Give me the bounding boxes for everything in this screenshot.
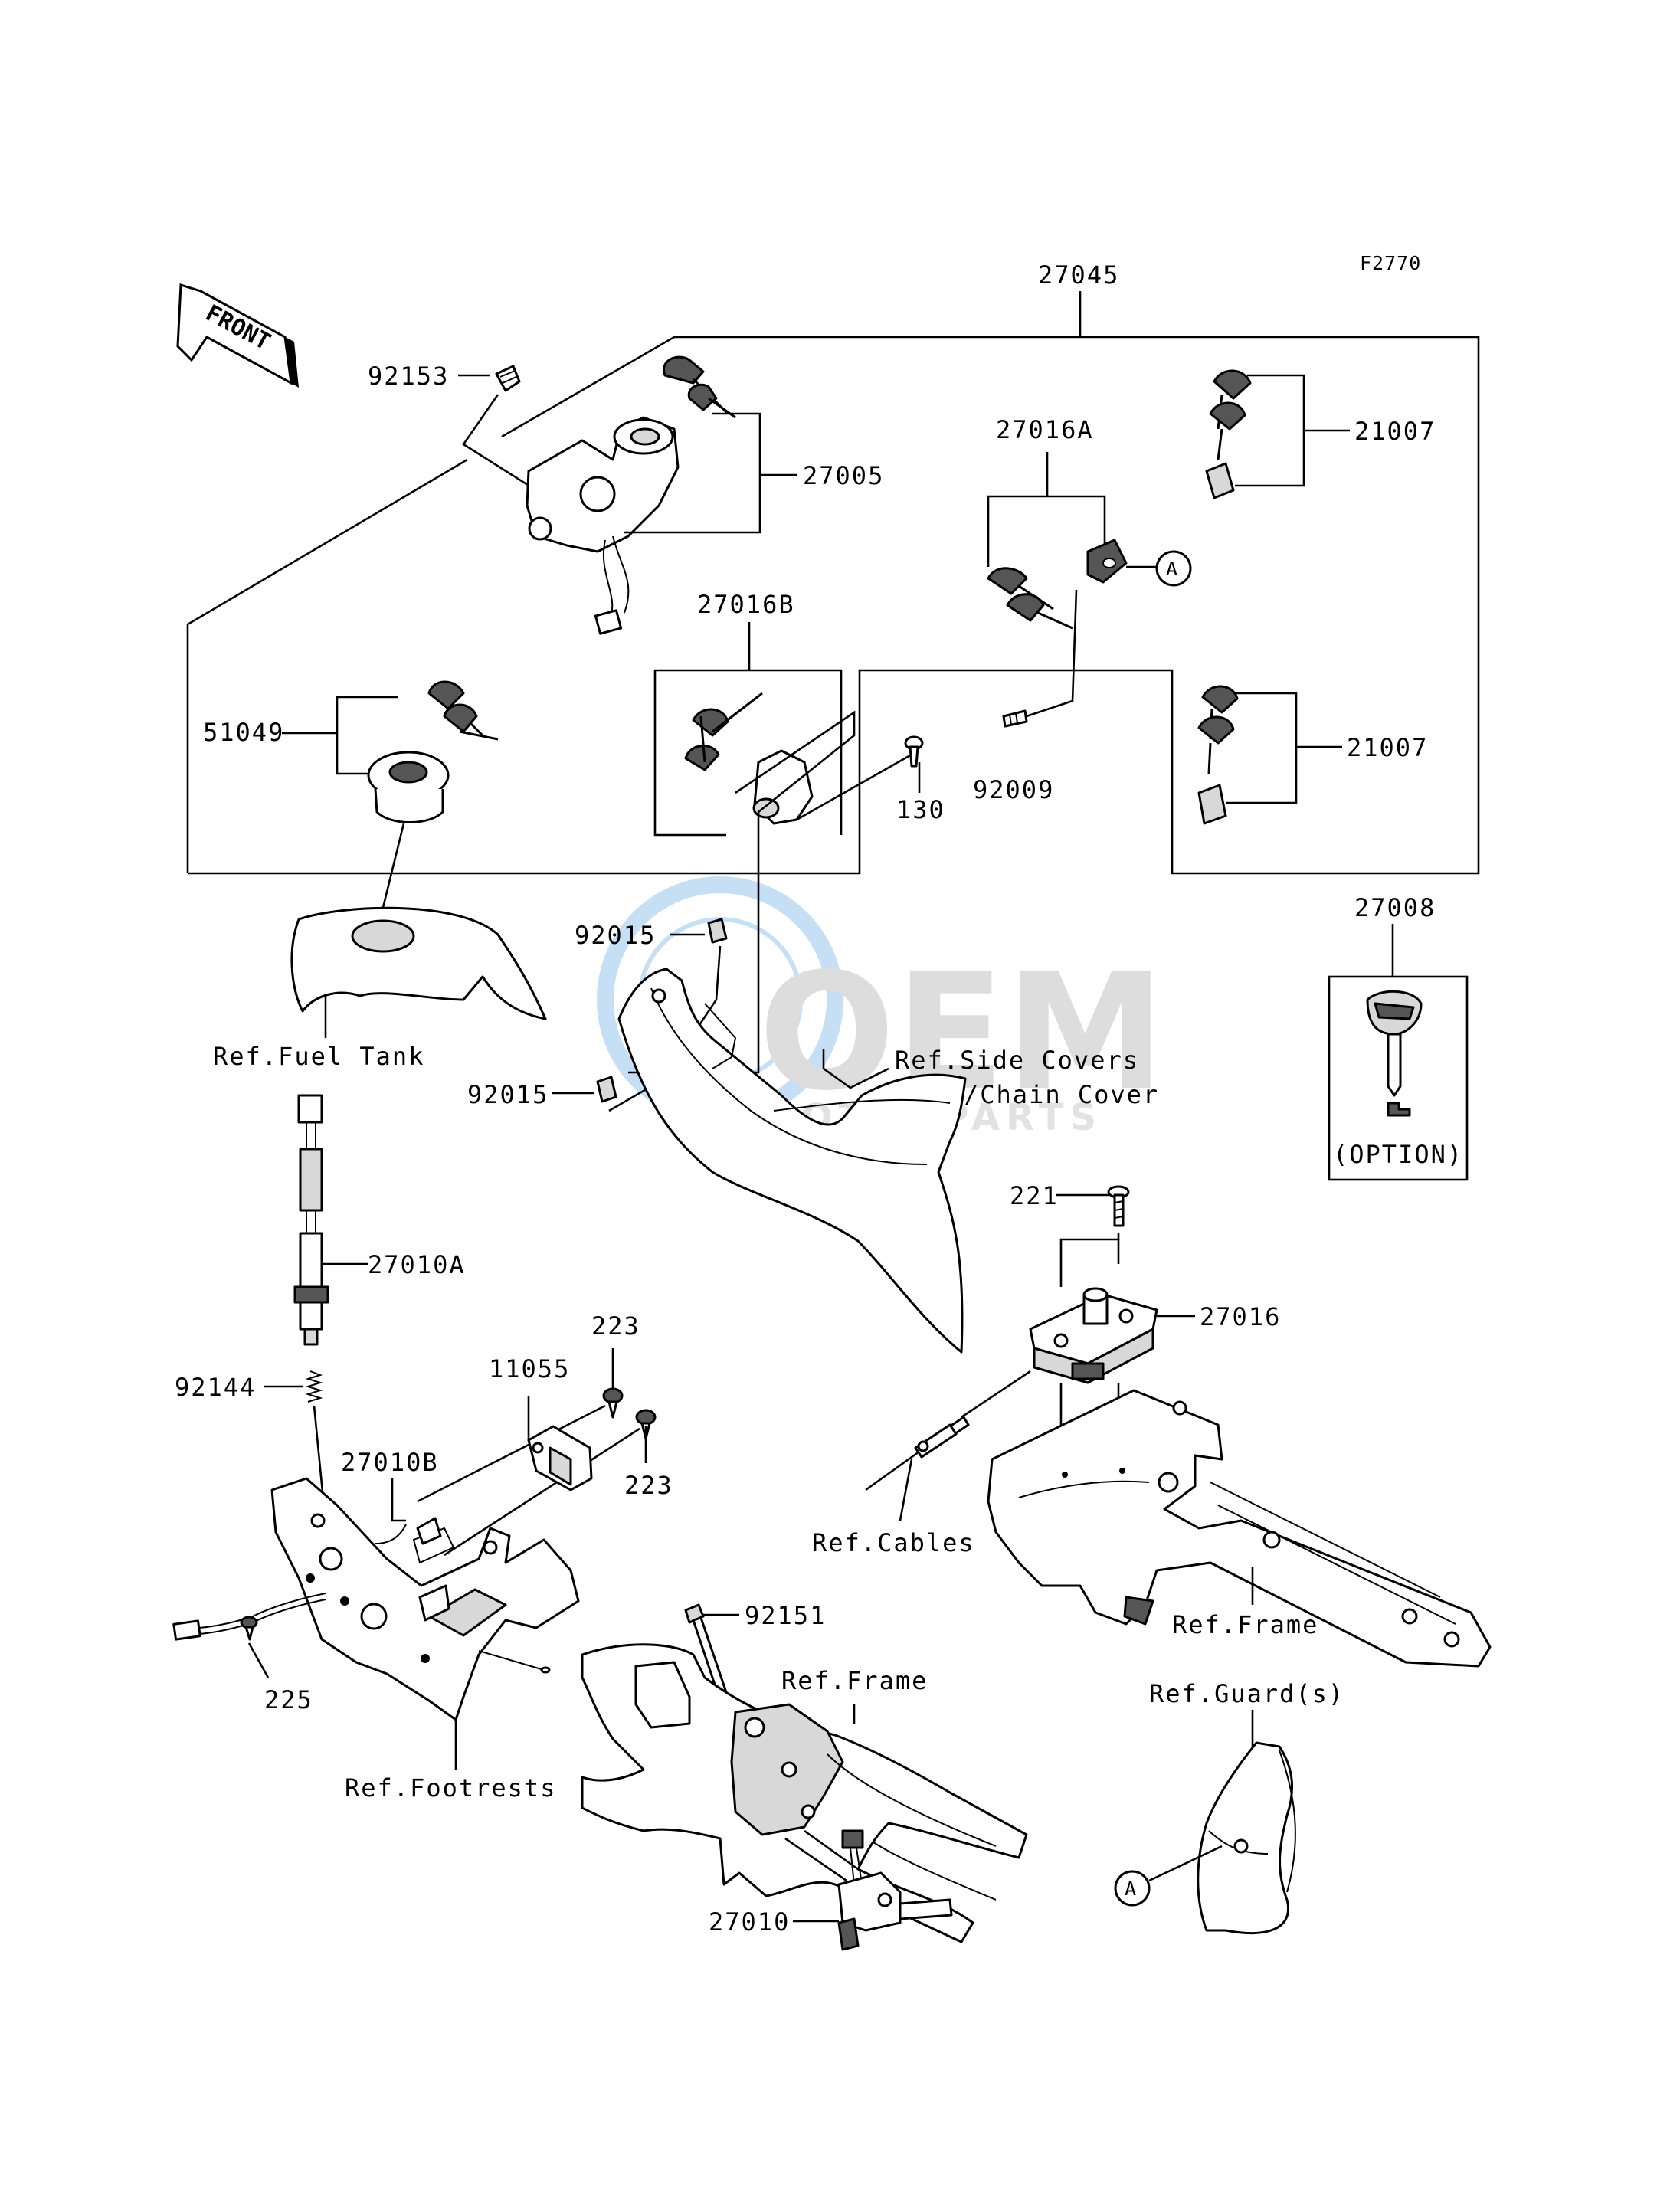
keys-21007-mid (1197, 685, 1239, 825)
cable-ref (865, 1370, 1031, 1491)
lock-mount-27016 (1029, 1287, 1158, 1384)
lock-27016B (752, 749, 814, 825)
bracket-11055 (527, 1425, 593, 1491)
frame-center-ref (581, 1643, 1028, 1943)
front-arrow-icon: FRONT (176, 283, 299, 388)
wire-harness-27010B (172, 1517, 442, 1641)
frame-right-ref (987, 1383, 1492, 1668)
ref-chain-cover: /Chain Cover (964, 1080, 1159, 1109)
ref-guards: Ref.Guard(s) (1149, 1679, 1344, 1708)
footrest-bracket-ref (270, 1477, 580, 1721)
label-27010B: 27010B (341, 1448, 439, 1477)
kit-27045-outline (186, 291, 1480, 875)
label-225: 225 (264, 1685, 313, 1714)
label-21007-top: 21007 (1354, 417, 1436, 446)
seat-cowl (617, 968, 967, 1354)
ref-side-covers: Ref.Side Covers (895, 1046, 1139, 1075)
bolt-92151 (684, 1603, 729, 1702)
label-223-b: 223 (624, 1471, 673, 1500)
switch-27010A (293, 1094, 329, 1346)
callout-a-top (1155, 550, 1192, 587)
screw-92009 (1002, 709, 1028, 728)
callout-a-top-text: A (1166, 558, 1178, 580)
label-27010: 27010 (709, 1907, 790, 1937)
label-221: 221 (1010, 1181, 1059, 1210)
screw-130 (904, 735, 924, 768)
label-27016A: 27016A (996, 415, 1094, 444)
label-92015-b: 92015 (467, 1080, 549, 1109)
clip-92015-b (596, 1076, 617, 1103)
label-51049: 51049 (203, 718, 284, 747)
label-92153: 92153 (368, 362, 449, 391)
ref-fuel-tank: Ref.Fuel Tank (213, 1042, 424, 1071)
ref-frame-right: Ref.Frame (1172, 1610, 1318, 1639)
label-27016B: 27016B (697, 590, 795, 619)
label-27005: 27005 (803, 461, 884, 490)
ref-frame-center: Ref.Frame (781, 1666, 928, 1695)
key-pair-27005 (663, 355, 736, 419)
keys-51049 (427, 680, 499, 741)
bolt-225 (240, 1616, 258, 1641)
label-92151: 92151 (745, 1601, 826, 1630)
label-27045: 27045 (1038, 260, 1119, 290)
label-21007-mid: 21007 (1347, 733, 1428, 762)
ref-footrests: Ref.Footrests (345, 1773, 556, 1802)
label-92015-a: 92015 (575, 921, 656, 950)
label-92144: 92144 (175, 1373, 256, 1402)
switch-27010 (837, 1829, 953, 1951)
fuel-cap-51049 (367, 751, 450, 823)
label-27016: 27016 (1200, 1302, 1281, 1331)
screw-221 (1107, 1185, 1130, 1227)
label-27008: 27008 (1354, 893, 1436, 922)
key-pair-27016A (987, 567, 1073, 630)
guard-ref (1197, 1741, 1296, 1935)
label-11055: 11055 (489, 1354, 570, 1383)
option-box (1328, 975, 1469, 1181)
fuel-tank-ref (290, 906, 547, 1020)
ref-cables: Ref.Cables (812, 1528, 975, 1557)
bolt-223-a (602, 1387, 624, 1419)
label-27010A: 27010A (368, 1250, 466, 1279)
keys-27016B (684, 692, 763, 771)
callout-a-bottom (1114, 1870, 1151, 1907)
keys-21007-top (1205, 369, 1252, 499)
option-label: (OPTION) (1333, 1140, 1463, 1169)
spring-92144 (305, 1370, 323, 1403)
screw-92153 (495, 365, 521, 392)
label-130: 130 (896, 795, 945, 824)
label-223-a: 223 (591, 1311, 640, 1341)
label-92009: 92009 (973, 775, 1054, 804)
option-key-27008 (1366, 990, 1423, 1117)
figure-code: F2770 (1360, 252, 1421, 274)
callout-a-bottom-text: A (1125, 1878, 1137, 1900)
lock-27016A (1086, 539, 1128, 584)
ignition-switch-27005 (526, 416, 680, 635)
clip-92015-a (707, 918, 728, 944)
